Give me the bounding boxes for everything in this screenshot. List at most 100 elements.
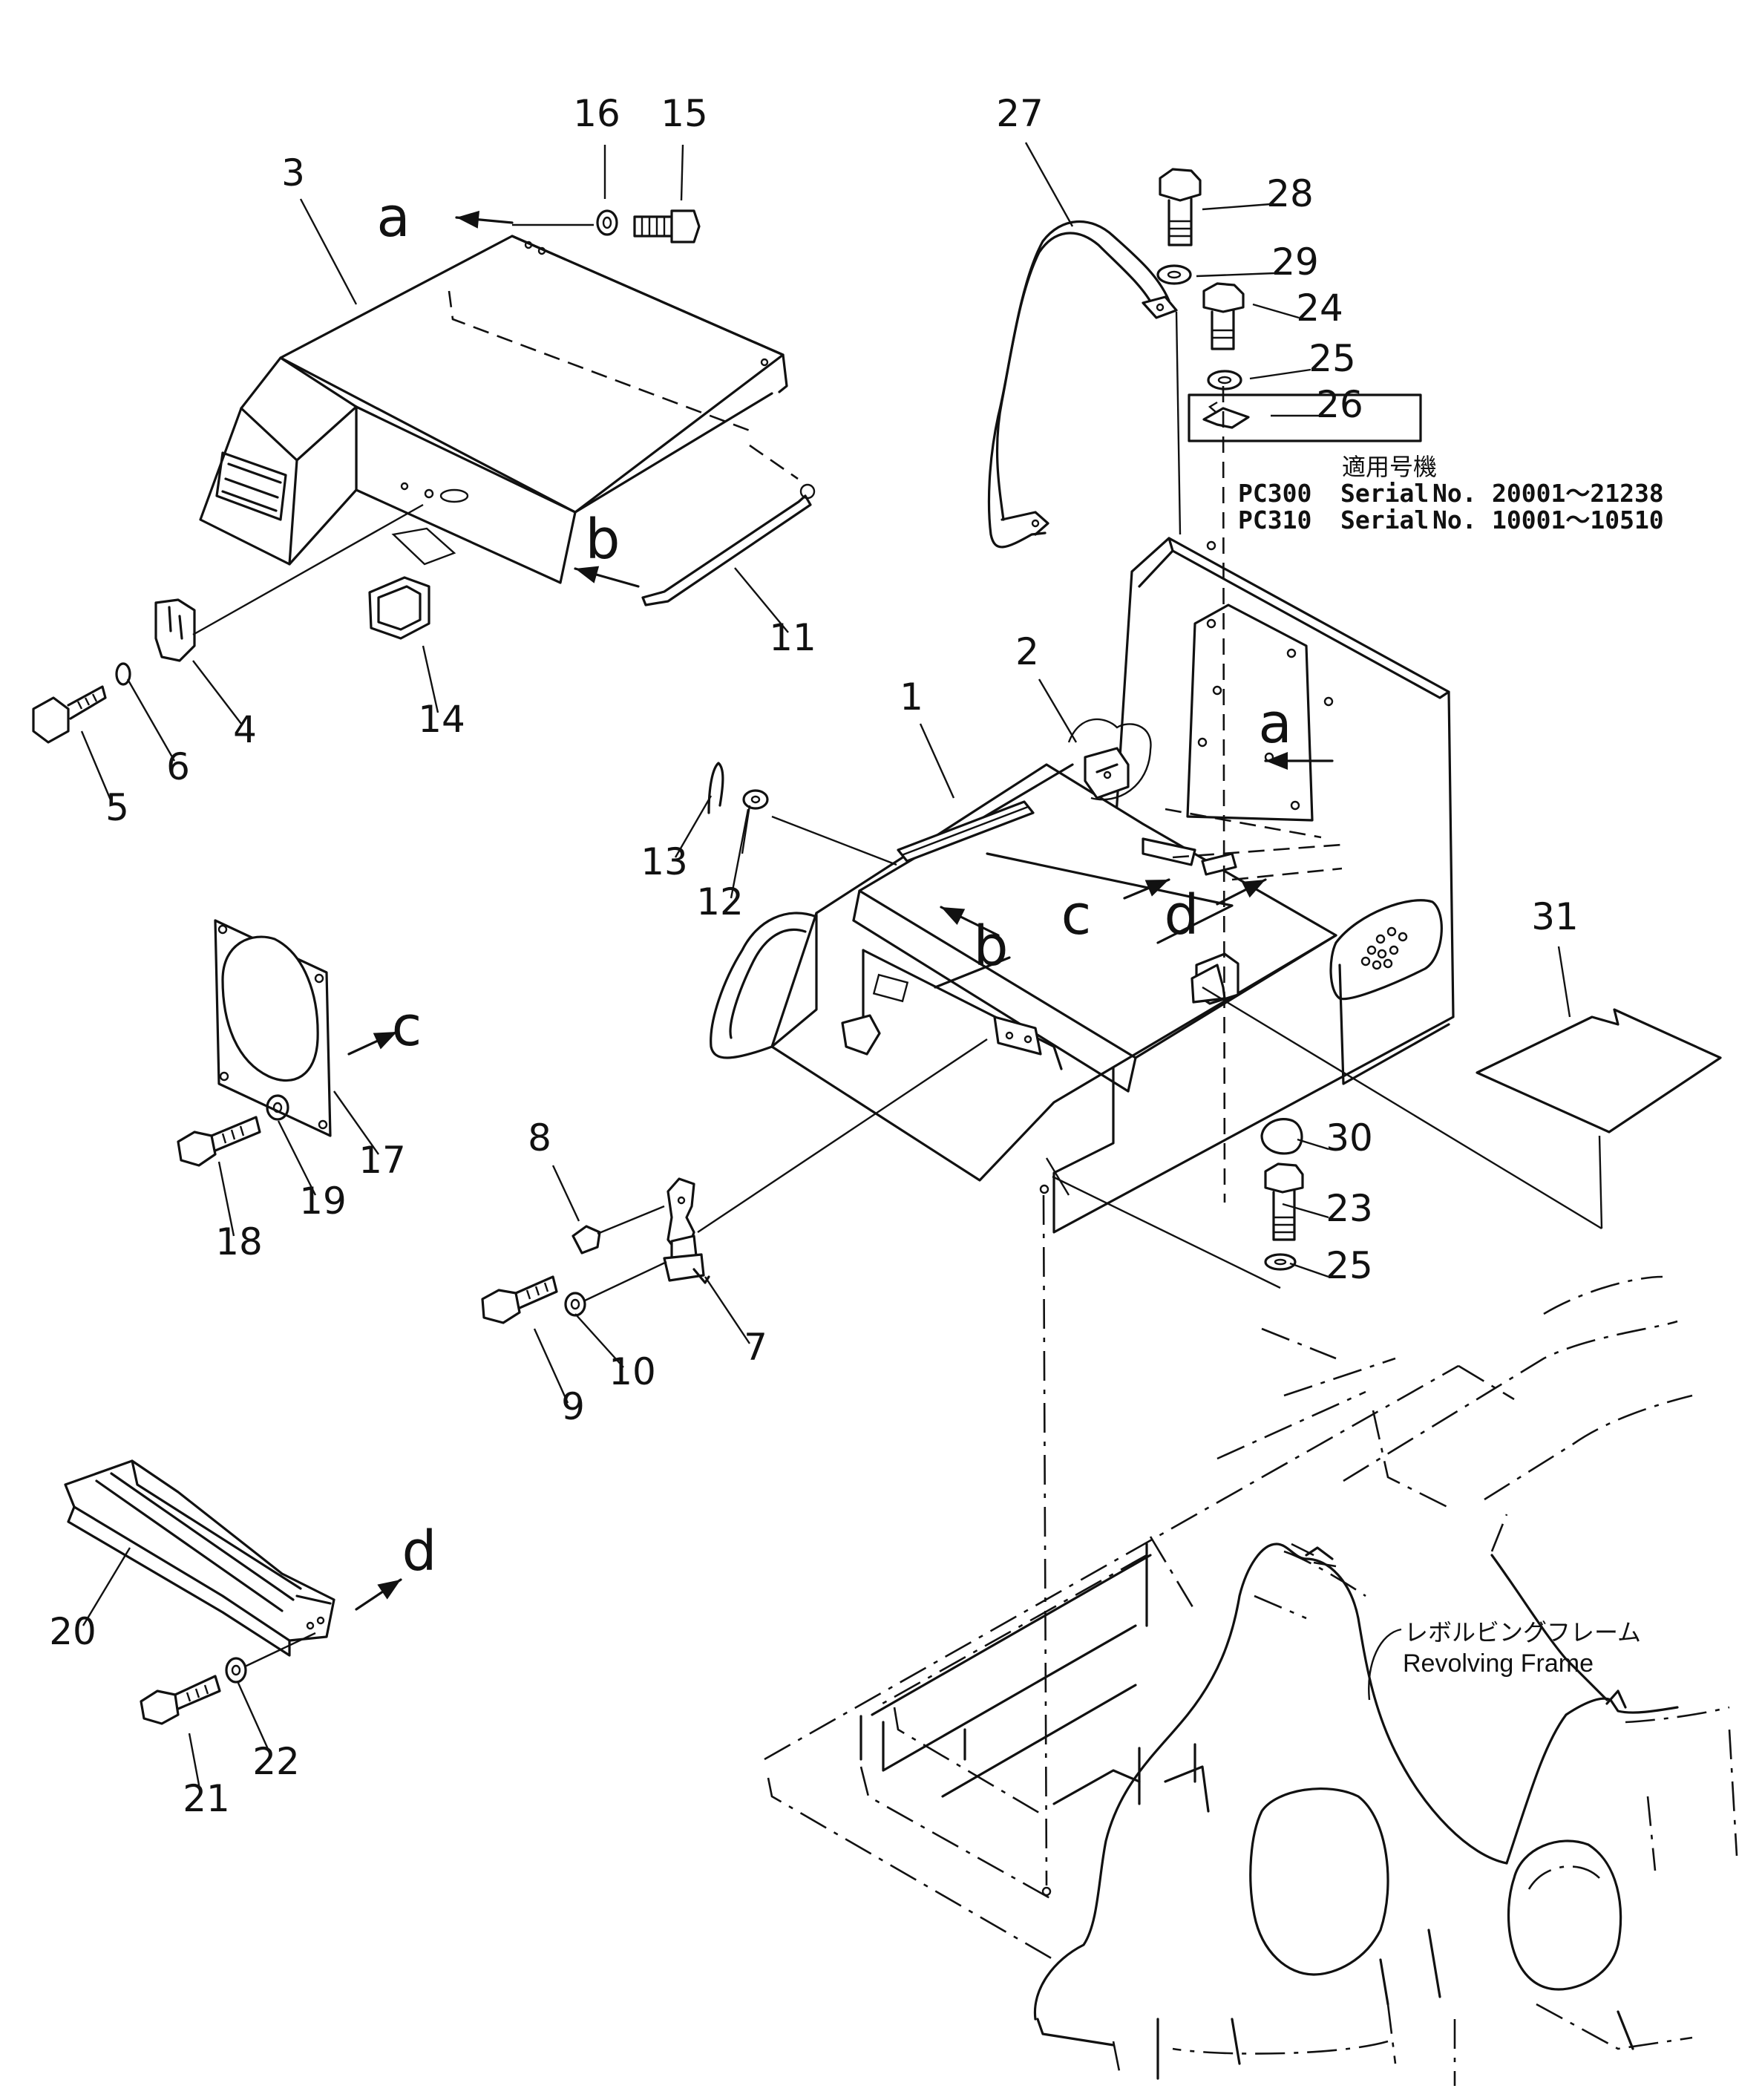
callout-number: 14 <box>418 698 465 741</box>
callout-number: 20 <box>49 1610 96 1653</box>
part-28-bolt <box>1159 168 1202 246</box>
callout-number: 10 <box>609 1350 656 1393</box>
callout-number: 28 <box>1266 172 1314 215</box>
serial-row-1-model: PC300 <box>1238 479 1311 508</box>
leader-line <box>80 730 113 802</box>
revolving-frame <box>764 1275 1738 2086</box>
part-24-bolt <box>1202 282 1245 350</box>
leader-line <box>1249 368 1311 380</box>
callout-number: 27 <box>996 92 1044 135</box>
leader-line <box>192 660 242 724</box>
callout-number: 24 <box>1296 287 1343 330</box>
leader-line <box>704 1276 750 1344</box>
callout-number: 29 <box>1271 241 1319 284</box>
frame-label: レボルビングフレーム Revolving Frame <box>1368 1618 1641 1701</box>
arrowhead-icon <box>575 566 600 583</box>
callout-number: 21 <box>183 1777 230 1820</box>
leader-line <box>1252 303 1300 319</box>
part-17-cover <box>214 919 332 1137</box>
reference-letter: b <box>974 915 1009 978</box>
part-21-bolt <box>140 1675 221 1725</box>
part-10-washer <box>564 1260 667 1317</box>
part-25-washer <box>1207 370 1242 390</box>
part-4-latch <box>154 503 424 662</box>
callout-number: 1 <box>900 676 923 719</box>
serial-row-2-model: PC310 <box>1238 506 1311 534</box>
part-3-cover <box>199 235 788 584</box>
arrowhead-icon <box>456 210 479 229</box>
part-18-bolt <box>177 1116 261 1167</box>
leader-line <box>188 1733 202 1793</box>
leader-line <box>126 678 176 762</box>
callout-number: 31 <box>1531 895 1579 938</box>
serial-row-1-range: 20001～21238 <box>1492 479 1664 508</box>
part-7-latch <box>663 1038 988 1284</box>
part-5-bolt <box>32 685 107 744</box>
callout-number: 9 <box>561 1385 585 1428</box>
frame-label-en: Revolving Frame <box>1403 1649 1594 1678</box>
part-8-pin <box>571 1205 665 1255</box>
leader-line <box>1196 272 1276 278</box>
leader-line <box>919 723 955 799</box>
callout-number: 8 <box>528 1116 551 1159</box>
callout-number: 5 <box>105 786 129 829</box>
part-15-bolt <box>633 209 701 243</box>
callout-number: 26 <box>1316 383 1363 426</box>
reference-letter: d <box>402 1520 437 1583</box>
reference-letter: a <box>1258 692 1291 756</box>
arrowhead-icon <box>941 907 966 926</box>
frame-label-jp: レボルビングフレーム <box>1404 1618 1641 1646</box>
leader-line <box>674 795 713 858</box>
leader-line <box>551 1165 580 1222</box>
part-27-handrail <box>987 220 1178 549</box>
part-16-washer <box>512 209 618 236</box>
part-19-washer <box>266 1094 289 1121</box>
part-12-washer <box>742 789 769 810</box>
leader-line <box>1202 203 1271 211</box>
part-14-cushion <box>368 527 456 640</box>
arrowhead-icon <box>1144 880 1169 897</box>
leader-line <box>1282 1203 1329 1219</box>
leader-line <box>1289 1262 1329 1278</box>
arrowhead-icon <box>373 1032 397 1050</box>
mount-centerline <box>1042 1194 1048 1886</box>
callout-number: 2 <box>1015 630 1039 673</box>
leader-line <box>333 1090 379 1155</box>
callout-number: 13 <box>641 840 688 883</box>
leader-line <box>217 1161 235 1237</box>
serial-note: 適用号機 PC300 Serial No. 20001～21238 PC310 … <box>1238 453 1664 534</box>
serial-row-2-no: No. <box>1432 506 1477 534</box>
reference-letter: c <box>1061 883 1092 947</box>
callout-number: 4 <box>233 708 257 751</box>
callout-number: 23 <box>1326 1187 1373 1230</box>
callout-number: 25 <box>1309 337 1356 380</box>
arrowhead-icon <box>1241 880 1265 898</box>
leader-line <box>236 1681 272 1756</box>
part-6-washer <box>115 662 131 686</box>
leader-line <box>734 567 789 633</box>
arrowhead-icon <box>1265 752 1288 770</box>
callout-number: 18 <box>215 1220 263 1263</box>
vent-grille <box>215 451 287 521</box>
callout-number: 25 <box>1326 1244 1373 1287</box>
leader-line <box>1557 946 1571 1018</box>
part-26-lock-plate <box>1188 393 1422 442</box>
callout-number: 15 <box>661 92 708 135</box>
callout-number: 11 <box>769 616 816 659</box>
callout-number: 16 <box>573 92 620 135</box>
part-29-washer <box>1156 264 1192 285</box>
leader-line <box>422 645 439 713</box>
serial-row-1-no: No. <box>1432 479 1477 508</box>
leader-line <box>574 1313 624 1368</box>
callout-number: 22 <box>252 1740 300 1783</box>
leader-line <box>277 1120 317 1196</box>
serial-row-2-label: Serial <box>1340 506 1429 534</box>
callout-leaders <box>80 142 1571 1793</box>
arrowhead-icon <box>377 1580 401 1600</box>
part-25-washer-lower <box>1052 1175 1297 1289</box>
callout-number: 7 <box>744 1326 767 1369</box>
callout-number: 6 <box>166 745 190 788</box>
part-20-tray <box>64 1459 335 1657</box>
